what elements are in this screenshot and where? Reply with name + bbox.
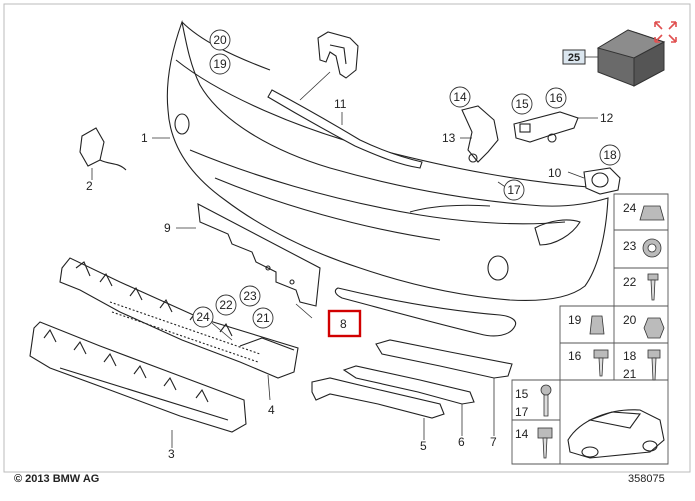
label-3: 3 bbox=[168, 447, 175, 461]
part-7-trim bbox=[375, 339, 513, 379]
callout-23: 23 bbox=[243, 289, 257, 303]
highlighted-label-8[interactable]: 8 bbox=[327, 309, 362, 338]
clip-detail bbox=[299, 31, 359, 101]
label-7: 7 bbox=[490, 435, 497, 449]
grid-label-17: 17 bbox=[515, 405, 529, 419]
fastener-19-clip bbox=[589, 315, 605, 335]
label-8: 8 bbox=[340, 317, 347, 331]
fastener-24-cap bbox=[639, 205, 665, 221]
grid-label-14: 14 bbox=[515, 427, 529, 441]
fastener-16-screw bbox=[593, 349, 609, 377]
fastener-23-grommet bbox=[642, 238, 662, 258]
fastener-22-screw bbox=[647, 273, 659, 301]
part-13-bracket bbox=[461, 105, 499, 163]
grid-label-24: 24 bbox=[623, 201, 637, 215]
part-10-sensor bbox=[583, 167, 621, 195]
diagram-number: 358075 bbox=[628, 473, 665, 485]
part-2-bracket bbox=[79, 127, 127, 171]
part-3-lower-grille bbox=[29, 321, 247, 433]
callout-18: 18 bbox=[603, 148, 617, 162]
callout-numbers: 20 19 14 15 16 18 17 23 22 24 21 bbox=[196, 33, 617, 325]
callout-20: 20 bbox=[213, 33, 227, 47]
callout-16: 16 bbox=[549, 91, 563, 105]
part-25-box bbox=[562, 29, 666, 87]
part-4-grille bbox=[59, 257, 299, 379]
label-6: 6 bbox=[458, 435, 465, 449]
label-2: 2 bbox=[86, 179, 93, 193]
part-12-bracket bbox=[513, 111, 579, 143]
callout-14: 14 bbox=[453, 90, 467, 104]
callout-22: 22 bbox=[219, 298, 233, 312]
callout-19: 19 bbox=[213, 57, 227, 71]
fastener-15-bolt bbox=[540, 384, 552, 417]
label-25: 25 bbox=[568, 52, 580, 64]
fastener-14-bolt bbox=[537, 427, 553, 459]
part-8-trim bbox=[334, 287, 517, 337]
grid-labels: 24 23 22 19 20 16 18 21 15 17 14 bbox=[515, 201, 637, 441]
callout-15: 15 bbox=[515, 97, 529, 111]
label-1: 1 bbox=[141, 131, 148, 145]
diagram-frame bbox=[3, 3, 691, 473]
label-12: 12 bbox=[600, 111, 614, 125]
grid-label-15: 15 bbox=[515, 387, 529, 401]
grid-label-21: 21 bbox=[623, 367, 637, 381]
callout-21: 21 bbox=[256, 311, 270, 325]
bumper-cover bbox=[166, 19, 609, 301]
expand-icon[interactable] bbox=[654, 21, 677, 43]
circled-callouts bbox=[192, 29, 621, 329]
grid-label-22: 22 bbox=[623, 275, 637, 289]
label-11: 11 bbox=[334, 97, 347, 111]
label-13: 13 bbox=[442, 131, 456, 145]
part-5-trim bbox=[311, 377, 445, 419]
grid-label-16: 16 bbox=[568, 349, 582, 363]
grid-label-18: 18 bbox=[623, 349, 637, 363]
label-10: 10 bbox=[548, 166, 562, 180]
car-outline bbox=[567, 409, 665, 459]
callout-17: 17 bbox=[507, 183, 521, 197]
label-4: 4 bbox=[268, 403, 275, 417]
grid-label-20: 20 bbox=[623, 313, 637, 327]
label-5: 5 bbox=[420, 439, 427, 453]
part-6-trim bbox=[342, 365, 475, 405]
part-11-strip bbox=[267, 89, 423, 169]
grid-label-23: 23 bbox=[623, 239, 637, 253]
fastener-18-screw bbox=[647, 349, 661, 381]
part-labels: 1 2 3 4 5 6 7 9 10 11 12 13 bbox=[86, 97, 614, 461]
fastener-20-nut bbox=[643, 317, 665, 339]
label-9: 9 bbox=[164, 221, 171, 235]
grid-label-19: 19 bbox=[568, 313, 582, 327]
fastener-grid bbox=[511, 193, 669, 465]
callout-24: 24 bbox=[196, 310, 210, 324]
copyright-text: © 2013 BMW AG bbox=[14, 473, 99, 485]
leader-lines bbox=[91, 112, 598, 448]
part-9-bracket bbox=[197, 203, 321, 307]
